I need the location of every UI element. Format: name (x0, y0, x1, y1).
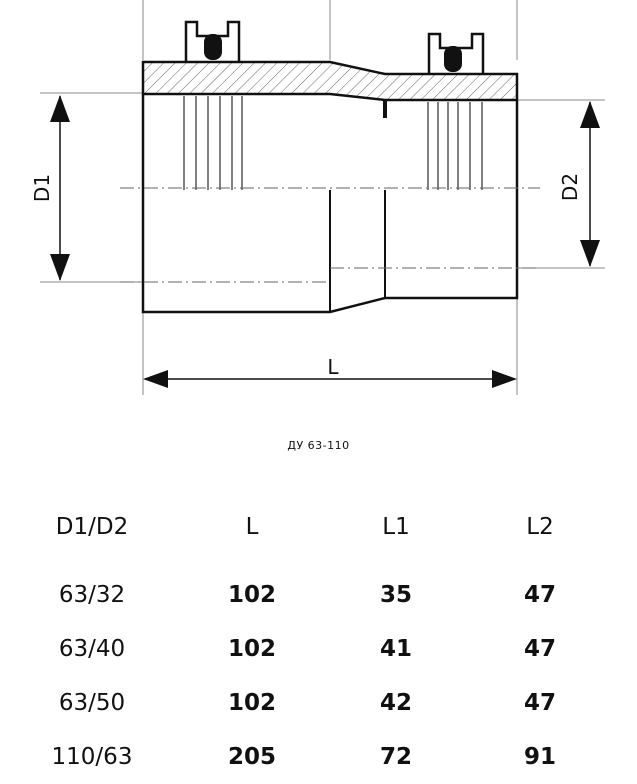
extension-lines (40, 0, 605, 395)
dimension-d2 (580, 101, 600, 267)
arrow-left-icon (143, 370, 168, 388)
arrow-up-icon (580, 101, 600, 128)
terminal-pin-right (427, 32, 485, 74)
cell-l2: 47 (523, 636, 556, 662)
cell-l2: 47 (523, 582, 556, 608)
header-l: L (245, 514, 259, 540)
arrow-right-icon (492, 370, 517, 388)
reducer-coupling-drawing: D1 D2 L (30, 0, 605, 395)
header-l2: L2 (526, 514, 554, 540)
cell-l: 102 (227, 690, 276, 716)
header-d1-d2: D1/D2 (55, 514, 129, 540)
arrow-down-icon (50, 254, 70, 281)
cell-d1-d2: 110/63 (51, 744, 133, 770)
arrow-down-icon (580, 240, 600, 267)
table-row: 63/50 102 42 47 (0, 676, 637, 730)
label-l: L (327, 355, 339, 379)
cell-l2: 47 (523, 690, 556, 716)
cell-l: 102 (227, 636, 276, 662)
dimension-d1 (50, 95, 70, 281)
table-row: 110/63 205 72 91 (0, 730, 637, 784)
label-d1: D1 (30, 174, 54, 202)
centerlines (120, 187, 540, 283)
dimension-l (143, 370, 517, 388)
table-row: 63/40 102 41 47 (0, 622, 637, 676)
terminal-pin-left (184, 20, 241, 62)
arrow-up-icon (50, 95, 70, 122)
cell-l: 102 (227, 582, 276, 608)
table-header-row: D1/D2 L L1 L2 (0, 500, 637, 554)
header-l1: L1 (382, 514, 410, 540)
heating-coil-right (427, 102, 483, 190)
cell-l1: 72 (379, 744, 412, 770)
coupling-body-outline (141, 94, 519, 314)
cell-l1: 35 (379, 582, 412, 608)
table-row: 63/32 102 35 47 (0, 568, 637, 622)
label-d2: D2 (558, 173, 582, 201)
cell-l: 205 (227, 744, 276, 770)
cell-l2: 91 (523, 744, 556, 770)
cell-d1-d2: 63/32 (58, 582, 126, 608)
dimensions-table: D1/D2 L L1 L2 63/32 102 35 47 63/40 102 … (0, 500, 637, 784)
cell-d1-d2: 63/50 (58, 690, 126, 716)
cell-d1-d2: 63/40 (58, 636, 126, 662)
cell-l1: 41 (379, 636, 412, 662)
heating-coil-left (183, 96, 243, 190)
cell-l1: 42 (379, 690, 412, 716)
drawing-caption: ДУ 63-110 (287, 439, 350, 452)
